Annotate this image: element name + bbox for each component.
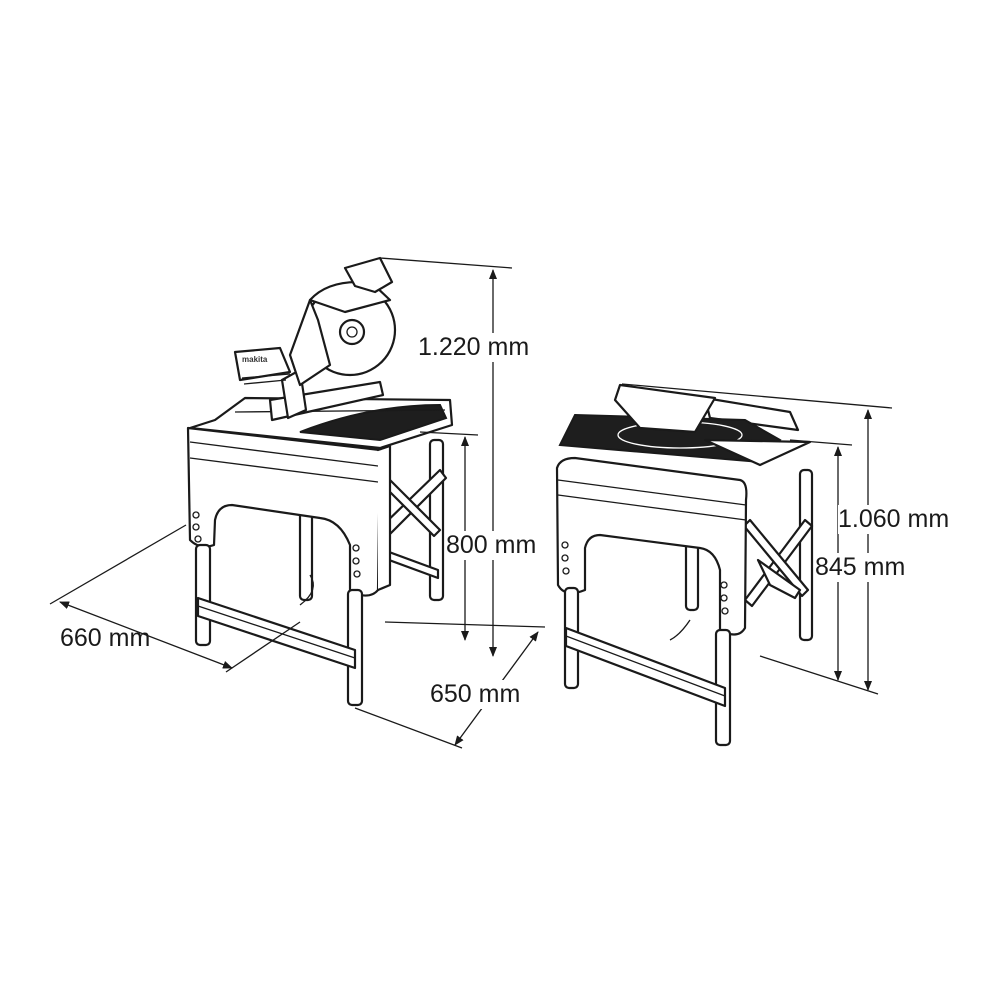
dimension-table-height-left: 800 mm [446, 531, 537, 560]
dimension-table-height-right: 845 mm [815, 553, 906, 582]
dimension-total-height-right: 1.060 mm [838, 505, 950, 534]
dimension-depth-left: 660 mm [60, 624, 151, 652]
left-miter-saw-stand: makita [186, 256, 454, 707]
dimension-total-height-left: 1.220 mm [418, 333, 530, 362]
dimension-lines [49, 257, 893, 749]
makita-logo: makita [242, 355, 268, 364]
right-table-saw-stand [555, 383, 814, 747]
dimension-width-left: 650 mm [430, 680, 521, 709]
